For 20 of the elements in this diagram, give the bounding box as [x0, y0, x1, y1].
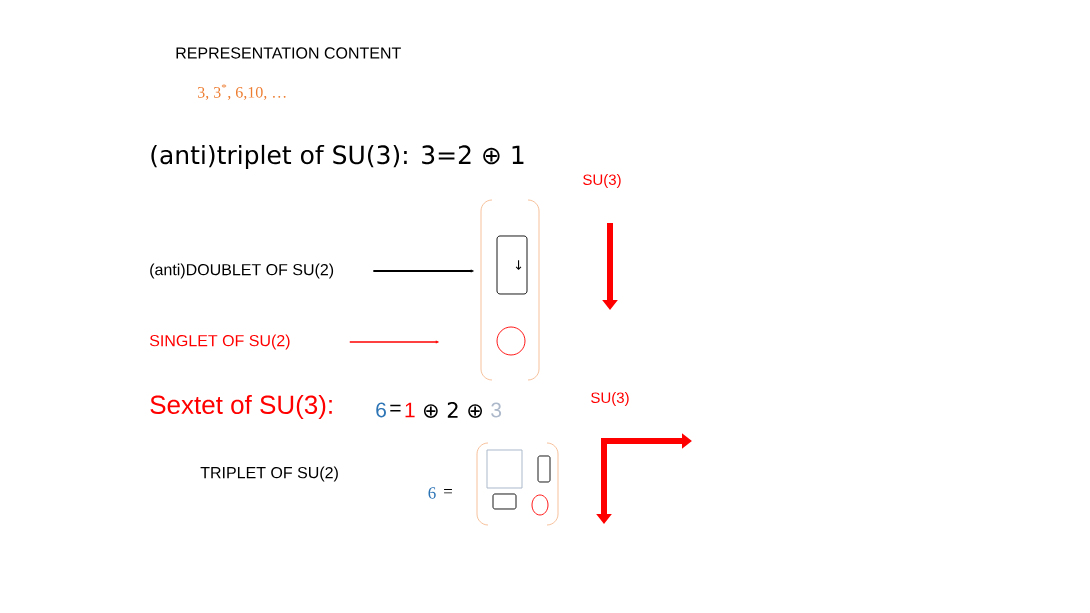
- text-label: SINGLET OF SU(2): [149, 334, 290, 350]
- representation-label: TRIPLET OF SU(2): [200, 466, 338, 482]
- group-label: SU(3): [583, 174, 621, 188]
- group-label: SU(3): [591, 392, 629, 406]
- formula-part: =: [444, 489, 452, 494]
- arrow: [372, 269, 474, 273]
- formula-part: 1: [405, 402, 415, 418]
- title: Sextet of SU(3):: [150, 394, 332, 420]
- representation-list: 3, 3$^{*}$, 6,10, …: [198, 83, 286, 101]
- formula-part: =: [390, 404, 401, 412]
- heading: REPRESENTATION CONTENT: [176, 47, 401, 59]
- formula-part: 3: [491, 402, 502, 418]
- formula-part: 6: [376, 402, 386, 418]
- formula-part: ⊕ 2 ⊕: [423, 402, 482, 418]
- text-label: (anti)DOUBLET OF SU(2): [150, 263, 334, 279]
- title: (anti)triplet of SU(3): 3=2 ⊕ 1: [151, 144, 524, 170]
- state-circle: [496, 326, 526, 356]
- formula-part: 6: [428, 487, 436, 499]
- state-box: ↓: [496, 235, 528, 295]
- arrow: [348, 340, 439, 344]
